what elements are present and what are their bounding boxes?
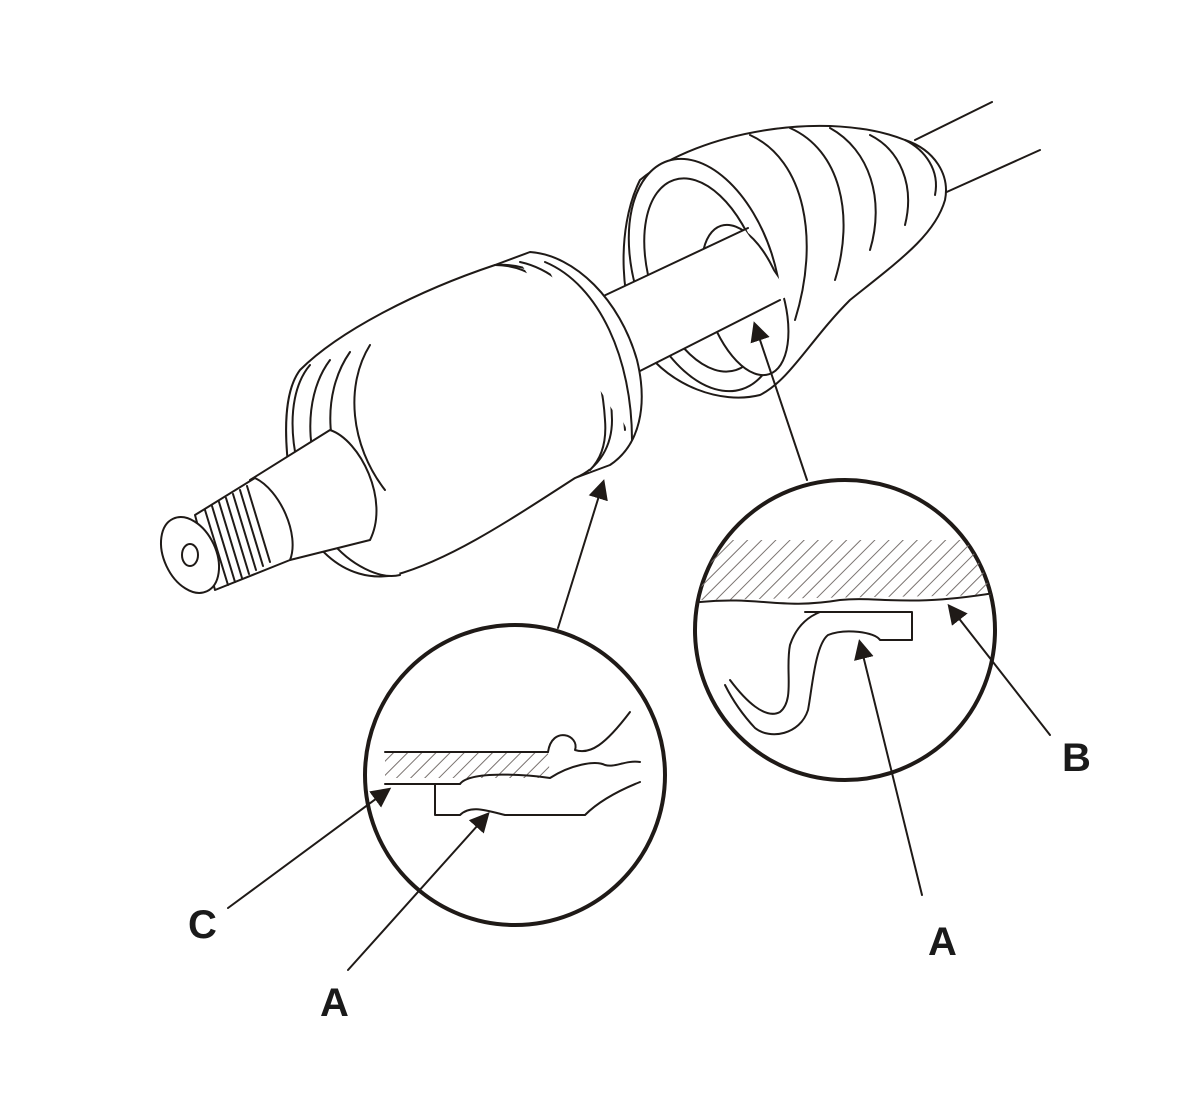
callout-label-c: C <box>188 903 217 947</box>
axle-shaft-far <box>914 101 1041 196</box>
cv-boot <box>622 124 947 399</box>
detail-circle-left <box>363 623 667 927</box>
leader-b <box>947 603 1051 736</box>
axle-shaft <box>594 227 790 373</box>
callout-label-b: B <box>1062 736 1091 780</box>
leader-a-left <box>347 812 490 971</box>
leader-c <box>227 787 392 909</box>
detail-circle-right <box>693 478 997 782</box>
stub-shaft <box>159 429 378 594</box>
leader-arrow-right <box>750 321 808 481</box>
leader-arrow-left <box>557 479 608 629</box>
callout-label-a-left: A <box>320 981 349 1025</box>
leader-a-right <box>854 639 923 896</box>
callout-label-a-right: A <box>928 920 957 964</box>
